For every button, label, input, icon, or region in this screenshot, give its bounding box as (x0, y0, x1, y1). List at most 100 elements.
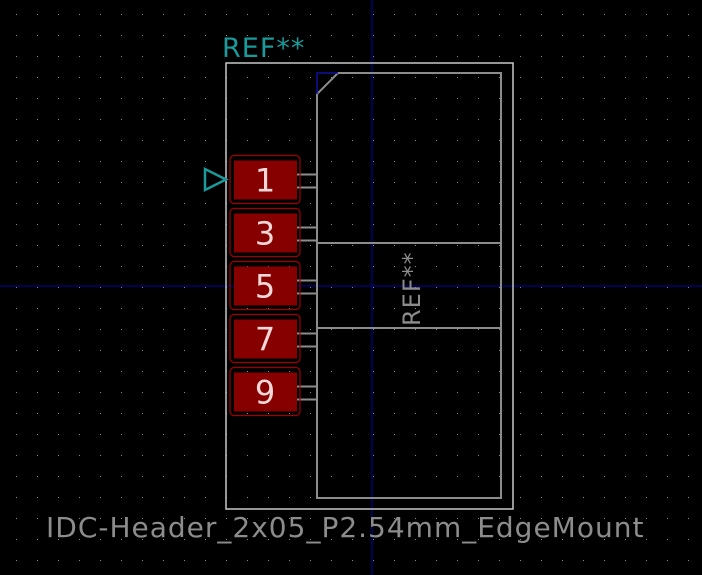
grid-dot (562, 56, 563, 57)
grid-dot (415, 560, 416, 561)
grid-dot (352, 308, 353, 309)
grid-dot (394, 140, 395, 141)
grid-dot (394, 434, 395, 435)
grid-dot (142, 77, 143, 78)
pad-clearance-outline (229, 207, 301, 258)
grid-dot (415, 434, 416, 435)
grid-dot (562, 140, 563, 141)
grid-dot (394, 413, 395, 414)
grid-dot (205, 392, 206, 393)
grid-dot (541, 476, 542, 477)
grid-dot (100, 539, 101, 540)
grid-dot (583, 287, 584, 288)
grid-dot (478, 518, 479, 519)
grid-dot (541, 56, 542, 57)
grid-dot (646, 140, 647, 141)
grid-dot (352, 518, 353, 519)
grid-dot (625, 539, 626, 540)
grid-dot (478, 350, 479, 351)
grid-dot (58, 350, 59, 351)
grid-dot (79, 224, 80, 225)
grid-dot (415, 140, 416, 141)
grid-dot (457, 266, 458, 267)
grid-dot (436, 434, 437, 435)
grid-dot (58, 56, 59, 57)
pad-3[interactable]: 3 (229, 207, 301, 258)
grid-dot (100, 119, 101, 120)
grid-dot (415, 119, 416, 120)
grid-dot (604, 329, 605, 330)
value-label[interactable]: IDC-Header_2x05_P2.54mm_EdgeMount (46, 511, 644, 544)
grid-dot (226, 14, 227, 15)
grid-dot (79, 161, 80, 162)
grid-dot (436, 560, 437, 561)
reference-label[interactable]: REF** (222, 33, 305, 64)
grid-dot (331, 98, 332, 99)
grid-dot (352, 350, 353, 351)
grid-dot (583, 308, 584, 309)
grid-dot (625, 287, 626, 288)
grid-dot (478, 98, 479, 99)
grid-dot (16, 476, 17, 477)
grid-dot (289, 119, 290, 120)
grid-dot (16, 392, 17, 393)
pad-5[interactable]: 5 (229, 260, 301, 311)
grid-dot (520, 98, 521, 99)
grid-dot (688, 140, 689, 141)
grid-dot (604, 203, 605, 204)
grid-dot (100, 476, 101, 477)
grid-dot (583, 413, 584, 414)
grid-dot (79, 56, 80, 57)
fab-reference-label[interactable]: REF** (398, 251, 426, 326)
grid-dot (625, 98, 626, 99)
grid-dot (373, 98, 374, 99)
grid-dot (142, 455, 143, 456)
grid-dot (562, 497, 563, 498)
grid-dot (310, 539, 311, 540)
grid-dot (205, 35, 206, 36)
grid-dot (394, 329, 395, 330)
grid-dot (163, 140, 164, 141)
grid-dot (583, 35, 584, 36)
pad-9[interactable]: 9 (229, 366, 301, 417)
grid-dot (100, 203, 101, 204)
grid-dot (121, 434, 122, 435)
grid-dot (79, 560, 80, 561)
grid-dot (100, 518, 101, 519)
grid-dot (142, 350, 143, 351)
grid-dot (583, 329, 584, 330)
grid-dot (163, 392, 164, 393)
fab-body-outline[interactable] (316, 72, 502, 499)
pad-7[interactable]: 7 (229, 313, 301, 364)
grid-dot (646, 266, 647, 267)
grid-dot (247, 140, 248, 141)
grid-dot (373, 182, 374, 183)
grid-dot (499, 413, 500, 414)
grid-dot (16, 56, 17, 57)
grid-dot (562, 392, 563, 393)
grid-dot (541, 392, 542, 393)
grid-dot (499, 203, 500, 204)
grid-dot (562, 413, 563, 414)
grid-dot (604, 518, 605, 519)
grid-dot (646, 518, 647, 519)
grid-dot (121, 224, 122, 225)
grid-dot (184, 455, 185, 456)
pad-1[interactable]: 1 (229, 154, 301, 205)
grid-dot (583, 224, 584, 225)
grid-dot (436, 161, 437, 162)
courtyard-outline[interactable] (225, 62, 514, 510)
grid-dot (16, 119, 17, 120)
grid-dot (121, 329, 122, 330)
grid-dot (688, 434, 689, 435)
grid-dot (415, 56, 416, 57)
grid-dot (247, 35, 248, 36)
grid-dot (583, 371, 584, 372)
grid-dot (646, 182, 647, 183)
grid-dot (163, 350, 164, 351)
grid-dot (142, 518, 143, 519)
grid-dot (331, 140, 332, 141)
grid-dot (688, 350, 689, 351)
grid-dot (331, 161, 332, 162)
